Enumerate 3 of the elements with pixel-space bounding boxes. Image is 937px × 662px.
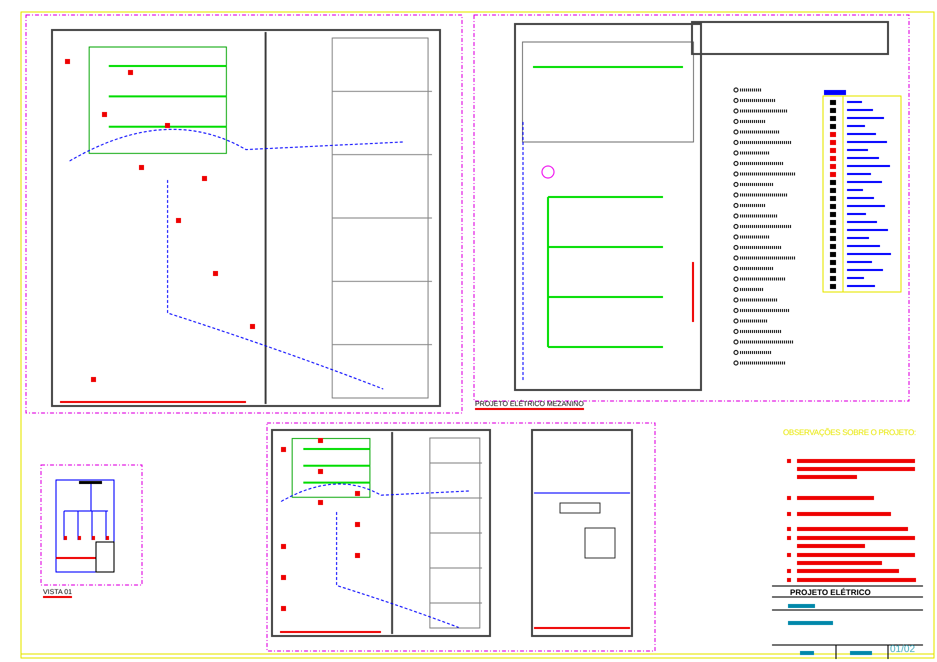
notes-heading: OBSERVAÇÕES SOBRE O PROJETO: bbox=[783, 428, 916, 437]
sheet-number: 01/02 bbox=[890, 644, 916, 655]
title-block-title: PROJETO ELÉTRICO bbox=[790, 588, 871, 597]
